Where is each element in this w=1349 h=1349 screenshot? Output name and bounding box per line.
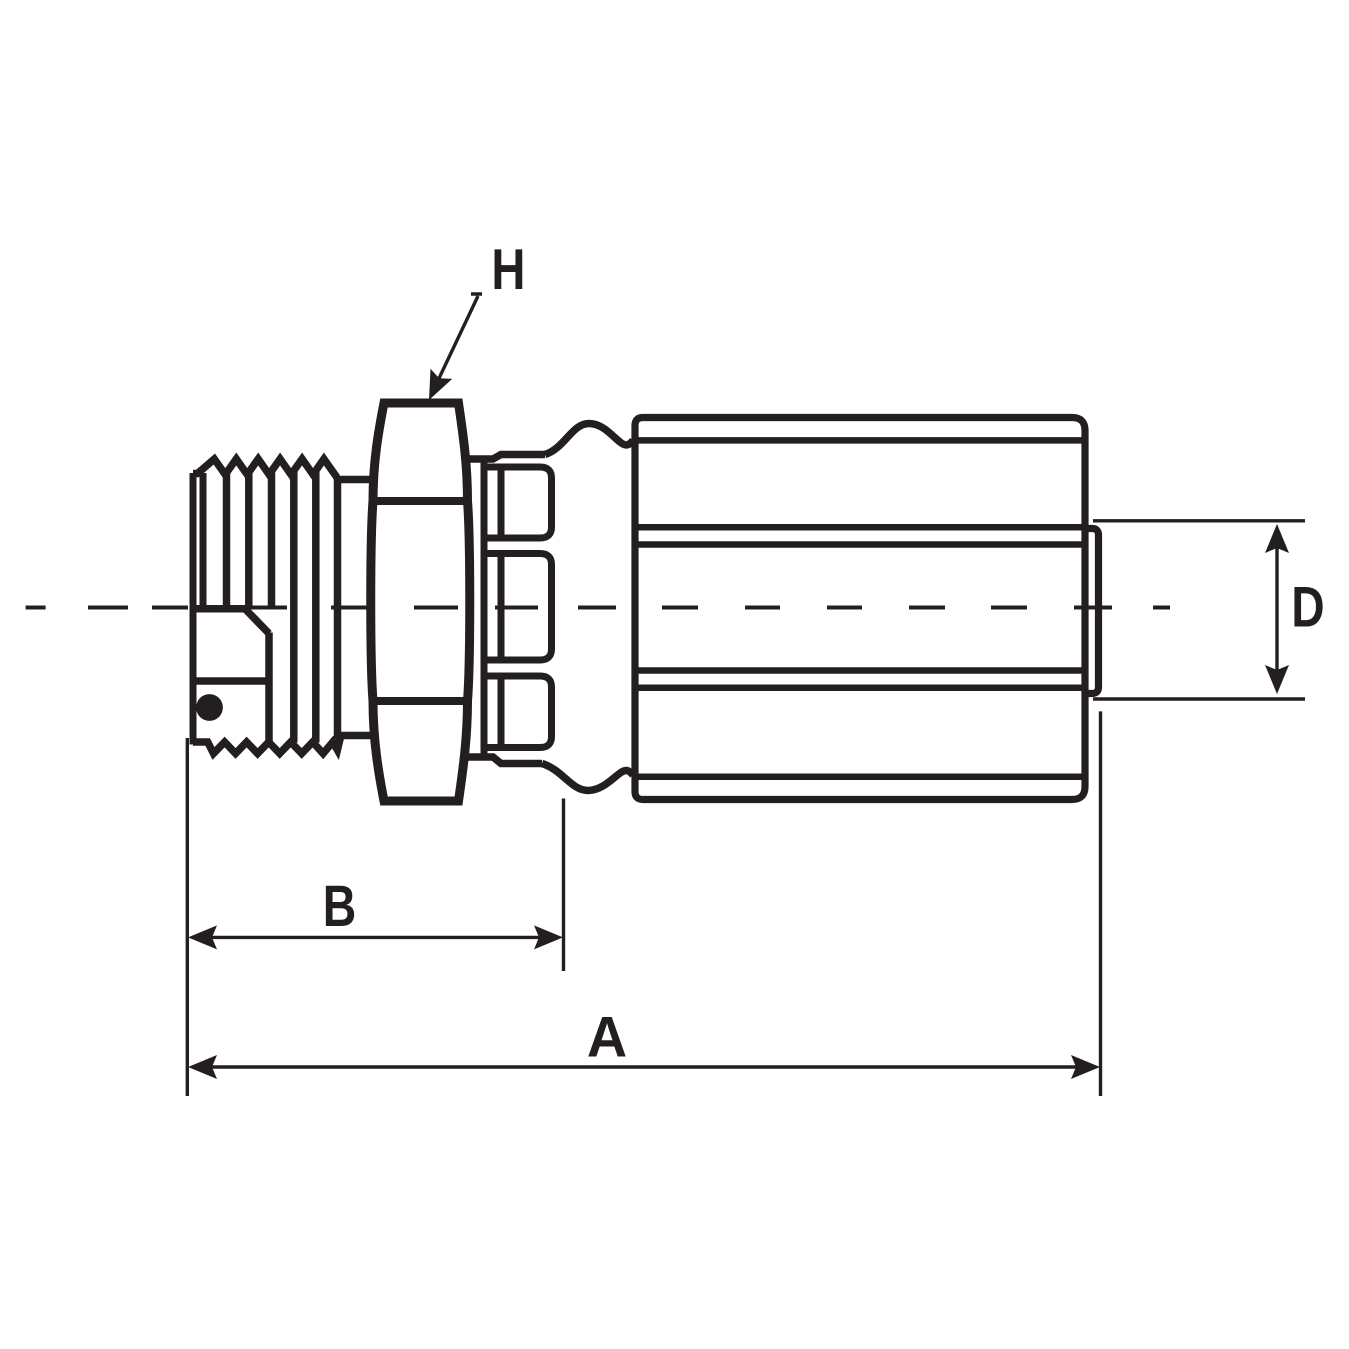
- svg-text:A: A: [587, 1006, 627, 1070]
- svg-text:D: D: [1291, 576, 1324, 640]
- svg-text:B: B: [323, 874, 357, 939]
- svg-text:H: H: [491, 238, 525, 303]
